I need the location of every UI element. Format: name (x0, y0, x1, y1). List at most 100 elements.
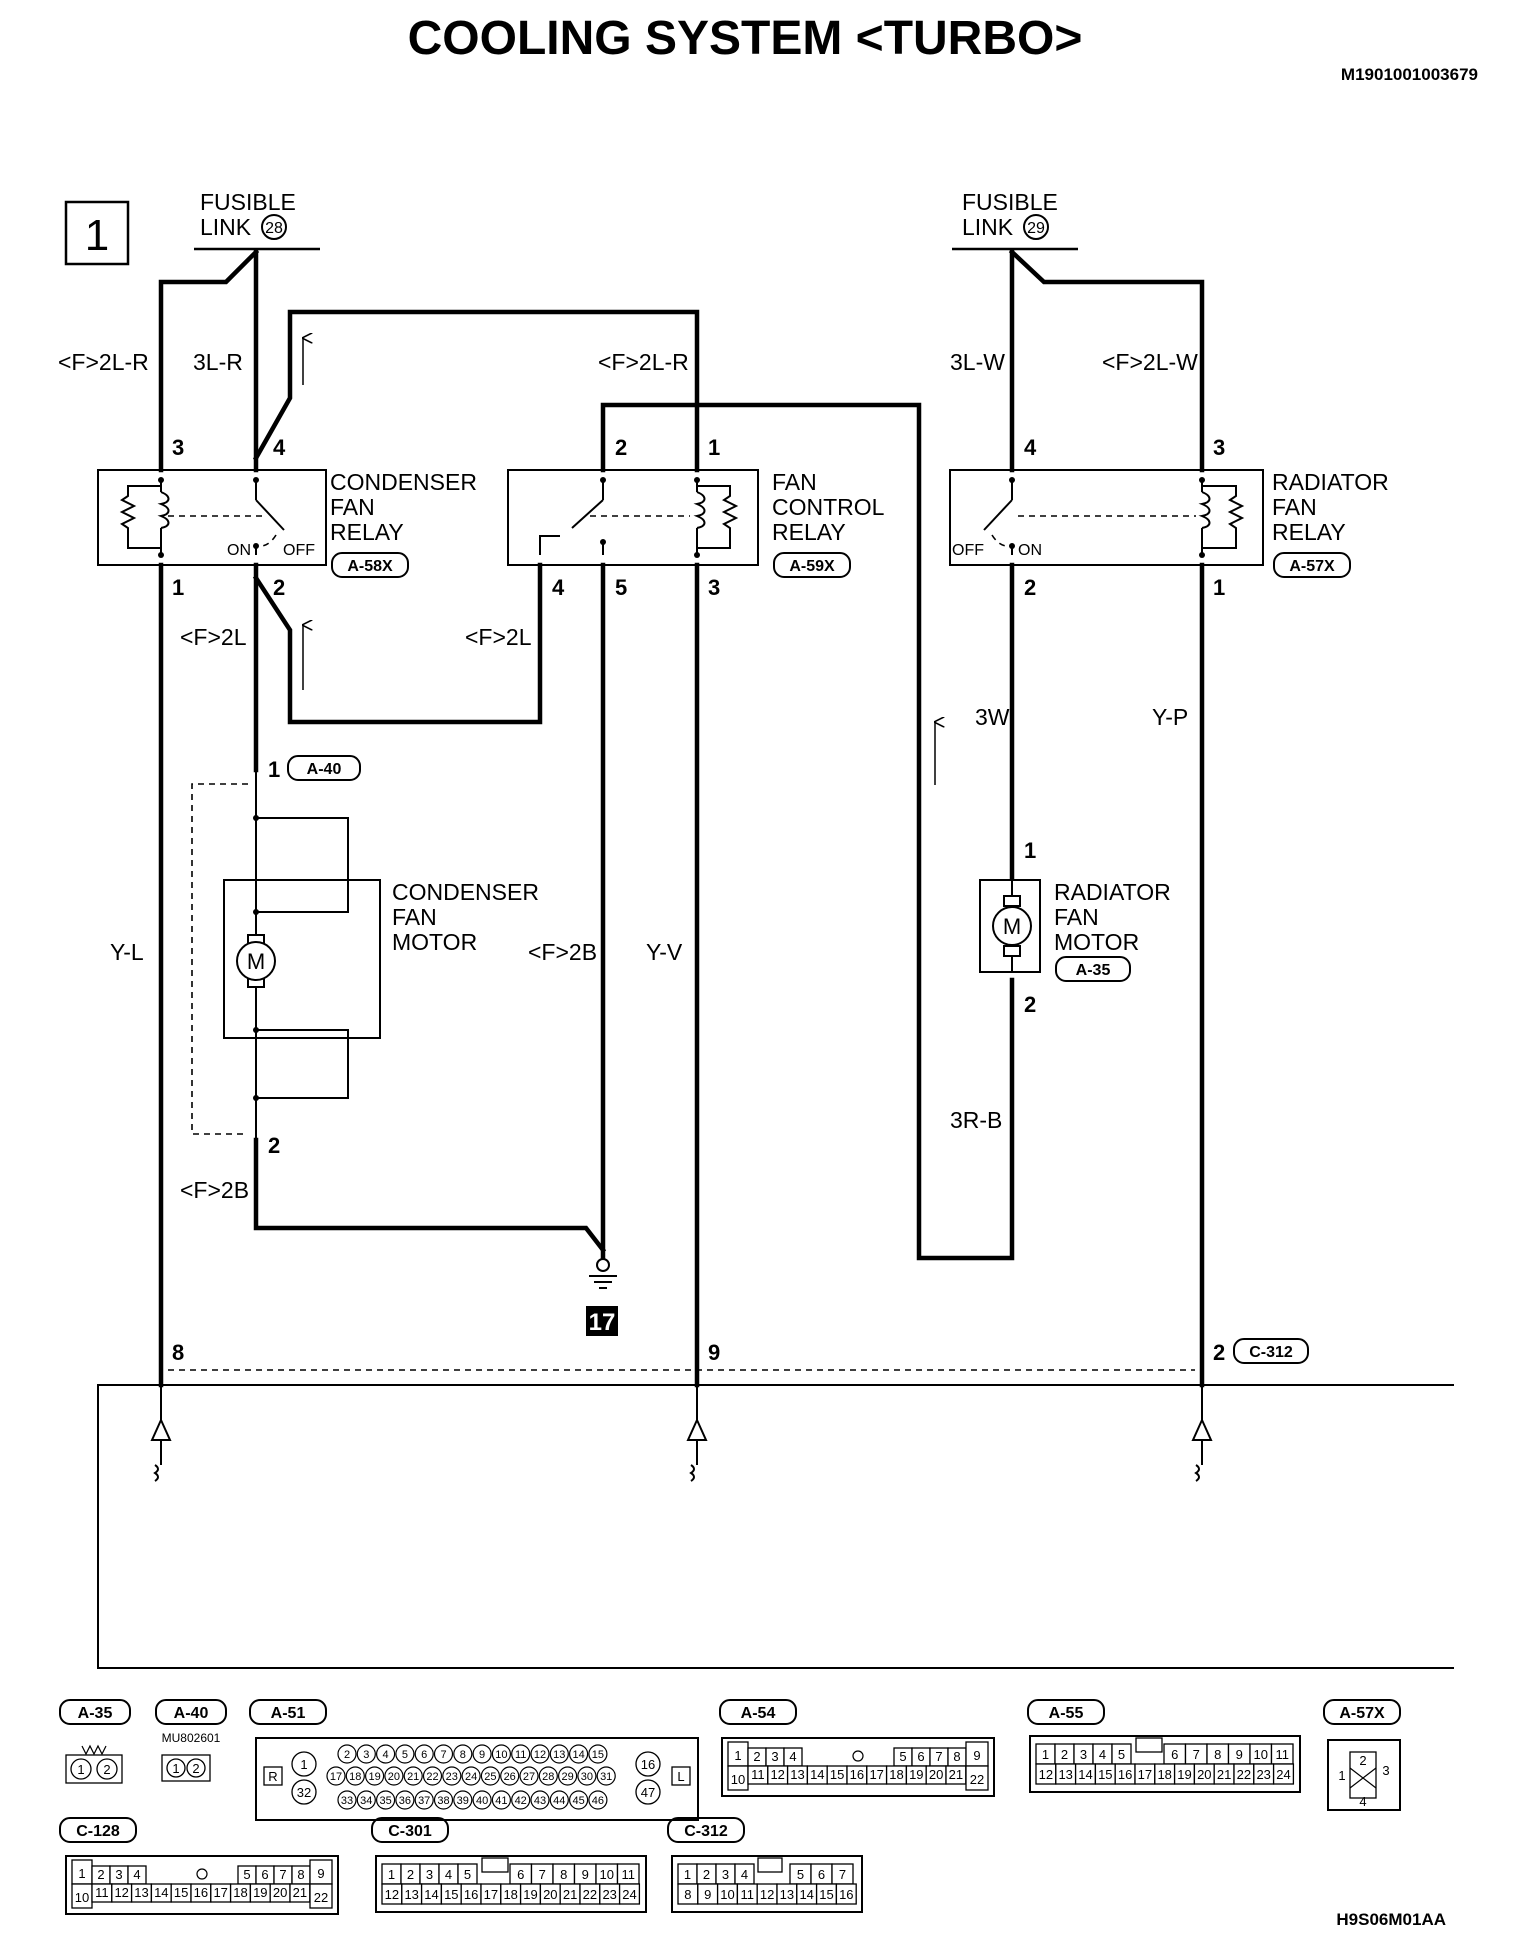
wire-label: 3L-W (950, 349, 1005, 375)
connector-pin-cell (618, 1883, 641, 1905)
radiator-fan-motor: M 1 2 RADIATOR FAN MOTOR A-35 (979, 838, 1171, 1017)
wire-label: <F>2L-R (598, 349, 689, 375)
connector-pin-cell (345, 1766, 365, 1786)
connector-pin-label: 15 (819, 1887, 833, 1902)
connector-pin-label: 2 (97, 1867, 104, 1882)
svg-text:1: 1 (268, 757, 280, 782)
connector-pin-label: 20 (543, 1887, 557, 1902)
connector-pin-cell (433, 1790, 454, 1810)
svg-text:CONDENSER: CONDENSER (392, 879, 539, 905)
connector-pin-label: 16 (464, 1887, 478, 1902)
connector-pin-label: 9 (479, 1749, 485, 1761)
connector-pin-label: 6 (261, 1867, 268, 1882)
svg-text:FAN: FAN (1054, 904, 1099, 930)
connector-pin-cell (403, 1766, 423, 1786)
connector-pin-label: 11 (515, 1749, 526, 1761)
condenser-fan-motor: M 1 2 A-40 CONDENSER FAN MOTOR (191, 755, 539, 1158)
connector-pin-label: 7 (935, 1749, 942, 1764)
connector-pin-cell (376, 1790, 396, 1810)
connector-pin-label: 19 (253, 1885, 267, 1900)
connector-pin-cell (395, 1744, 415, 1764)
connector-pin-label: 5 (243, 1867, 250, 1882)
connector-pin-label: 41 (495, 1795, 507, 1807)
connector-pin-label: 1 (388, 1867, 395, 1882)
connector-pin-label: 17 (1138, 1767, 1152, 1782)
svg-text:4: 4 (1359, 1794, 1366, 1809)
svg-text:1: 1 (300, 1757, 307, 1772)
connector-pin-label: 12 (760, 1887, 774, 1902)
connector-pin-label: 13 (1058, 1767, 1072, 1782)
connector-pin-label: 15 (444, 1887, 458, 1902)
connector-pin-cell (557, 1766, 578, 1786)
svg-text:FAN: FAN (330, 494, 375, 520)
connector-pin-label: 18 (1157, 1767, 1171, 1782)
svg-text:C-312: C-312 (684, 1823, 728, 1840)
connector-pin-label: 19 (368, 1771, 380, 1783)
svg-text:LINK: LINK (962, 214, 1014, 240)
connector-legend: A-35 1 2 A-40 MU802601 1 2 A-51 R (59, 1699, 1401, 1915)
wire-label: <F>2L (180, 624, 247, 650)
svg-text:1: 1 (172, 1761, 179, 1776)
svg-text:RELAY: RELAY (772, 519, 846, 545)
svg-text:4: 4 (552, 575, 565, 600)
connector-pin-label: 18 (503, 1887, 517, 1902)
connector-pin-label: 5 (1118, 1747, 1125, 1762)
svg-text:FUSIBLE: FUSIBLE (200, 189, 296, 215)
svg-text:R: R (268, 1769, 277, 1784)
connector-pin-label: 15 (592, 1749, 604, 1761)
connector-pin-label: 24 (465, 1771, 477, 1783)
svg-text:32: 32 (297, 1785, 311, 1800)
svg-text:A-40: A-40 (174, 1705, 209, 1722)
svg-text:3: 3 (172, 435, 184, 460)
connector-pin-label: 35 (379, 1795, 391, 1807)
connector-pin-label: 39 (457, 1795, 469, 1807)
svg-text:FAN: FAN (392, 904, 437, 930)
connector-pin-label: 7 (539, 1867, 546, 1882)
svg-text:RELAY: RELAY (1272, 519, 1346, 545)
connector-pin-cell (461, 1766, 481, 1786)
connector-pin-label: 33 (341, 1795, 353, 1807)
wire-label: <F>2L-R (58, 349, 149, 375)
connector-pin-label: 14 (572, 1749, 584, 1761)
connector-pin-label: 11 (1276, 1747, 1290, 1762)
wire-label: Y-L (110, 939, 144, 965)
connector-pin-label: 16 (1118, 1767, 1132, 1782)
connector-pin-label: 27 (523, 1771, 535, 1783)
connector-pin-label: 11 (741, 1887, 755, 1902)
connector-pin-label: 11 (95, 1885, 109, 1900)
connector-pin-label: 22 (426, 1771, 438, 1783)
svg-text:1: 1 (77, 1762, 84, 1777)
svg-text:A-55: A-55 (1049, 1705, 1084, 1722)
connector-pin-cell (395, 1790, 415, 1810)
connector-pin-label: 13 (134, 1885, 148, 1900)
connector-pin-cell (577, 1766, 597, 1786)
svg-text:2: 2 (1024, 992, 1036, 1017)
connector-pin-label: 38 (437, 1795, 449, 1807)
connector-pin-label: 8 (297, 1867, 304, 1882)
svg-text:A-57X: A-57X (1339, 1705, 1385, 1722)
connector-pin-label: 2 (1061, 1747, 1068, 1762)
connector-pin-cell (480, 1766, 500, 1786)
svg-text:1: 1 (1213, 575, 1225, 600)
connector-pin-cell (588, 1790, 608, 1810)
svg-text:2: 2 (615, 435, 627, 460)
connector-pin-label: 11 (751, 1767, 765, 1782)
connector-pin-label: 19 (523, 1887, 537, 1902)
svg-text:2: 2 (1359, 1753, 1366, 1768)
connector-pin-label: 14 (810, 1767, 824, 1782)
connector-pin-cell (422, 1766, 443, 1786)
connector-id: A-57X (1289, 558, 1335, 575)
connector-pin-label: 9 (1236, 1747, 1243, 1762)
connector-pin-cell (596, 1766, 616, 1786)
connector-id: A-35 (1076, 962, 1111, 979)
connector-pin-label: 15 (830, 1767, 844, 1782)
svg-text:4: 4 (273, 435, 286, 460)
svg-text:2: 2 (192, 1761, 199, 1776)
svg-text:C-128: C-128 (76, 1823, 120, 1840)
connector-pin-cell (530, 1790, 550, 1810)
connector-pin-label: 12 (1039, 1767, 1053, 1782)
connector-pin-cell (442, 1766, 462, 1786)
connector-pin-label: 4 (133, 1867, 140, 1882)
junction-c312: 8 9 2 C-312 (97, 1338, 1454, 1669)
